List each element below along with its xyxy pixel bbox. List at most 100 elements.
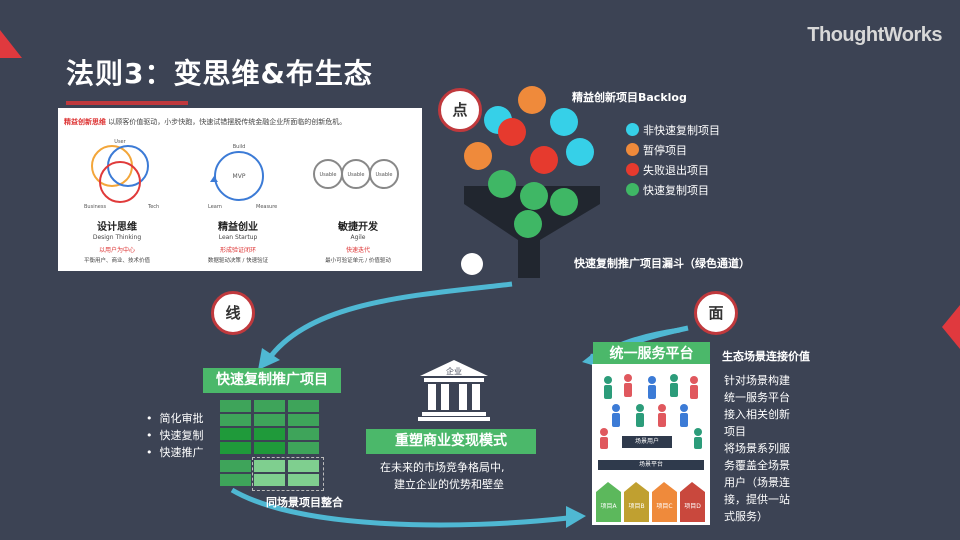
column-title: 设计思维: [97, 222, 137, 233]
backlog-dot-nonrapid: [566, 138, 594, 166]
grid-cell: [220, 414, 251, 426]
cycle-label-learn: Learn: [208, 204, 222, 210]
grid-cell: [254, 442, 285, 454]
rapid-project-title: 快速复制推广项目: [203, 368, 341, 393]
column-note: 数据驱动决策 / 快速验证: [207, 258, 269, 264]
grid-cell: [254, 428, 285, 440]
venn-label-tech: Tech: [147, 204, 159, 210]
business-desc-line: 在未来的市场竞争格局中,: [380, 461, 505, 474]
grid-cell: [254, 474, 285, 486]
column-highlight: 形成验证闭环: [219, 247, 256, 254]
backlog-dot-rapid: [514, 210, 542, 238]
grid-cell: [288, 474, 319, 486]
column-highlight: 快速迭代: [345, 247, 370, 254]
legend-item-paused: 暂停项目: [626, 142, 720, 162]
backlog-dot-failed: [530, 146, 558, 174]
bank-building-icon: 企业: [418, 360, 490, 421]
grid-cell: [288, 442, 319, 454]
slide-title: 法则3：变思维&布生态: [66, 57, 373, 90]
legend-label: 失败退出项目: [643, 164, 709, 177]
grid-cell: [220, 474, 251, 486]
backlog-dot-rapid: [488, 170, 516, 198]
backlog-dot-paused: [464, 142, 492, 170]
column-subtitle: Lean Startup: [218, 234, 258, 241]
agile-label-1: Usable: [320, 172, 337, 178]
building-label: 企业: [446, 366, 462, 376]
backlog-legend: 非快速复制项目 暂停项目 失败退出项目 快速复制项目: [626, 122, 720, 202]
column-subtitle: Design Thinking: [92, 234, 142, 241]
backlog-dot-rapid: [520, 182, 548, 210]
cycle-label-measure: Measure: [256, 204, 277, 210]
agile-diagram: Usable Usable Usable: [313, 159, 399, 189]
grid-cell: [220, 400, 251, 412]
project-b-block: 项目B: [624, 482, 649, 522]
cycle-label-mvp: MVP: [233, 173, 246, 180]
project-label: 项目C: [652, 492, 677, 522]
legend-item-failed: 失败退出项目: [626, 162, 720, 182]
merge-outline: [252, 457, 324, 491]
legend-dot-icon: [626, 183, 639, 196]
project-roof: [652, 482, 677, 492]
grid-cell: [288, 414, 319, 426]
platform-description: 针对场景构建 统一服务平台 接入相关创新 项目 将场景系列服 务覆盖全场景 用户…: [724, 374, 790, 523]
column-design-thinking: 设计思维 Design Thinking 以用户为中心 平衡用户、商业、技术价值: [62, 218, 172, 264]
panel-intro: 精益创新思维 以顾客价值驱动，小步快跑，快速试错摆脱传统金融企业所面临的创新危机…: [64, 117, 346, 127]
grid-cell: [254, 414, 285, 426]
grid-cell: [288, 460, 319, 472]
column-agile: 敏捷开发 Agile 快速迭代 最小可验证单元 / 价值驱动: [303, 218, 413, 264]
platform-bar: 场景平台: [598, 460, 704, 470]
project-roof: [596, 482, 621, 492]
business-desc-line: 建立企业的优势和壁垒: [394, 478, 504, 491]
arrow-head-merge: [566, 506, 586, 528]
bullet-text: 简化审批: [159, 412, 204, 425]
bullet-item: • 简化审批: [146, 412, 204, 425]
corner-accent-right: [942, 305, 960, 349]
backlog-dot-rapid: [550, 188, 578, 216]
grid-cell: [220, 428, 251, 440]
intro-highlight: 精益创新思维: [64, 118, 106, 126]
methodology-panel: 精益创新思维 以顾客价值驱动，小步快跑，快速试错摆脱传统金融企业所面临的创新危机…: [58, 108, 422, 271]
grid-cell: [220, 442, 251, 454]
funnel-label: 快速复制推广项目漏斗（绿色通道）: [574, 257, 750, 270]
venn-label-business: Business: [84, 204, 106, 210]
backlog-dot-failed: [498, 118, 526, 146]
project-c-block: 项目C: [652, 482, 677, 522]
grid-cell: [288, 428, 319, 440]
legend-dot-icon: [626, 163, 639, 176]
backlog-dot-nonrapid: [550, 108, 578, 136]
agile-label-2: Usable: [348, 172, 365, 178]
bullet-item: • 快速推广: [146, 446, 204, 459]
rapid-bullets: • 简化审批 • 快速复制 • 快速推广: [146, 410, 203, 461]
grid-cell: [254, 460, 285, 472]
design-thinking-diagram: User Business Tech: [84, 139, 159, 210]
platform-diagram: 场景用户 场景平台 项目A 项目B 项目C 项目D: [592, 364, 710, 525]
backlog-title: 精益创新项目Backlog: [572, 91, 687, 104]
column-lean-startup: 精益创业 Lean Startup 形成验证闭环 数据驱动决策 / 快速验证: [183, 218, 293, 264]
project-roof: [680, 482, 705, 492]
grid-cell: [254, 400, 285, 412]
column-subtitle: Agile: [350, 234, 366, 241]
grid-cell: [220, 460, 251, 472]
agile-label-3: Usable: [376, 172, 393, 178]
grid-cell: [288, 400, 319, 412]
legend-label: 快速复制项目: [643, 184, 709, 197]
intro-text: 以顾客价值驱动，小步快跑，快速试错摆脱传统金融企业所面临的创新危机。: [108, 118, 347, 126]
brand-logo: ThoughtWorks: [807, 24, 942, 46]
legend-dot-icon: [626, 143, 639, 156]
backlog-dot-paused: [518, 86, 546, 114]
bullet-item: • 快速复制: [146, 429, 204, 442]
legend-label: 非快速复制项目: [643, 124, 720, 137]
column-title: 精益创业: [218, 222, 258, 233]
badge-surface: 面: [694, 291, 738, 335]
project-roof: [624, 482, 649, 492]
venn-label-user: User: [114, 139, 126, 145]
project-d-block: 项目D: [680, 482, 705, 522]
corner-accent-left: [0, 30, 22, 58]
cycle-label-build: Build: [233, 144, 246, 150]
project-label: 项目D: [680, 492, 705, 522]
column-title: 敏捷开发: [338, 222, 378, 233]
project-a-block: 项目A: [596, 482, 621, 522]
arrow-head-line: [258, 348, 280, 370]
bullet-text: 快速推广: [159, 446, 204, 459]
merge-label: 同场景项目整合: [266, 496, 343, 509]
